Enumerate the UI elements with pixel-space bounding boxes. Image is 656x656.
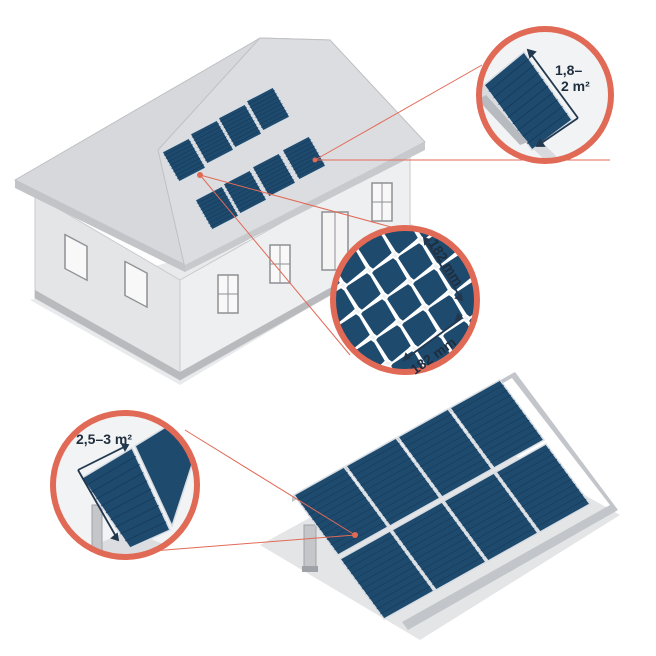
ground-panel-callout: 2,5–3 m² [50, 410, 200, 560]
magnifier-circle-icon [476, 26, 614, 164]
house-window [269, 244, 291, 284]
solar-cell [410, 266, 451, 309]
dimension-arrow [77, 442, 130, 542]
house-window [371, 182, 393, 222]
callout-anchor-dot [312, 157, 318, 163]
solar-cell [369, 255, 410, 298]
solar-cell [338, 380, 375, 419]
callout-panel-big [482, 50, 574, 152]
roof-panel-array [160, 86, 328, 231]
roof-eave-front [185, 142, 425, 272]
solar-cell [405, 376, 442, 415]
roof-panel-area-label: 1,8– [555, 62, 582, 78]
solar-cell [362, 363, 403, 372]
solar-cell [399, 307, 440, 350]
roof-panel-callout: 1,8– 2 m² [476, 26, 614, 164]
solar-cell [395, 240, 436, 283]
roof-panel-area-label: 2 m² [561, 78, 590, 94]
house-window [217, 274, 239, 314]
solar-cell [455, 344, 477, 372]
house [13, 37, 430, 385]
roof-eave-left [15, 180, 185, 272]
callout-panel-big [80, 446, 171, 549]
support-post [303, 524, 317, 571]
callout-anchor-dot [197, 172, 203, 178]
solar-cell [333, 259, 343, 302]
solar-cell [343, 270, 384, 313]
callout-anchor-dot [352, 532, 358, 538]
house-window [124, 260, 148, 309]
solar-cell [358, 296, 399, 339]
solar-cell [384, 281, 425, 324]
ground-panel-area-label: 2,5–3 m² [76, 431, 132, 447]
solar-cell [483, 331, 520, 370]
solar-cell [333, 285, 358, 328]
magnifier-circle-icon [50, 410, 200, 560]
solar-cell [380, 228, 421, 257]
ground-panel-array [292, 379, 592, 620]
dimension-arrow [526, 48, 579, 147]
solar-cell [373, 322, 414, 365]
house-base [35, 243, 410, 380]
solar-cell [379, 391, 416, 430]
solar-cell [333, 352, 362, 372]
dimension-arrow [402, 236, 464, 362]
ground-array [260, 372, 620, 640]
solar-cell [353, 406, 390, 445]
house-window [64, 233, 88, 282]
magnifier-circle-icon [330, 225, 480, 375]
